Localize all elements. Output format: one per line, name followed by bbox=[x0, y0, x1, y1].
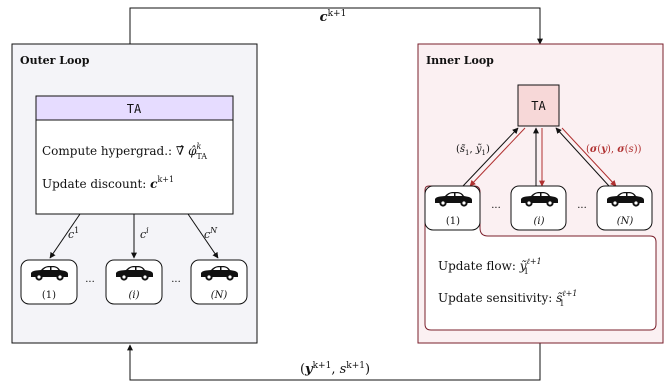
inner-car-label: (N) bbox=[617, 216, 634, 227]
outer-loop-panel: Outer Loop TA Compute hypergrad.: ∇̂ φ̂k… bbox=[11, 43, 258, 344]
outer-car-label: (i) bbox=[128, 290, 139, 301]
inner-car-i: (i) bbox=[510, 185, 567, 231]
inner-dots: ··· bbox=[491, 203, 501, 214]
inner-car-label: (i) bbox=[533, 216, 544, 227]
outer-car-label: (N) bbox=[211, 290, 228, 301]
outer-car-i: (i) bbox=[105, 259, 163, 305]
inner-dots: ··· bbox=[577, 203, 587, 214]
inner-car-label: (1) bbox=[446, 216, 460, 227]
inner-left-label: (s̃1, ỹ1) bbox=[456, 144, 490, 157]
bottom-feedback-arrow bbox=[127, 343, 541, 381]
top-label: ck+1 bbox=[320, 9, 347, 25]
outer-edges bbox=[49, 213, 219, 259]
edge-label-c1: c1 bbox=[68, 226, 79, 241]
outer-car-label: (1) bbox=[42, 290, 56, 301]
inner-car-1: (1) bbox=[424, 185, 481, 231]
outer-dots: ··· bbox=[171, 277, 181, 288]
outer-dots: ··· bbox=[85, 277, 95, 288]
outer-ta-title: TA bbox=[127, 102, 142, 116]
outer-car-N: (N) bbox=[190, 259, 248, 305]
inner-car-N: (N) bbox=[596, 185, 653, 231]
update-discount-line: Update discount: ck+1 bbox=[42, 175, 174, 191]
edge-label-ci: ci bbox=[140, 226, 149, 241]
inner-loop-panel: Inner Loop TA (s̃1, ỹ1) (σ(y), σ(s)) (1)… bbox=[417, 43, 664, 344]
inner-edges bbox=[462, 127, 617, 187]
inner-ta-title: TA bbox=[531, 99, 546, 113]
inner-ta-box bbox=[517, 84, 560, 127]
top-feedback-arrow bbox=[129, 7, 543, 45]
outer-car-1: (1) bbox=[20, 259, 78, 305]
inner-loop-title: Inner Loop bbox=[426, 54, 494, 67]
bottom-label: (yk+1, sk+1) bbox=[300, 361, 370, 377]
outer-loop-title: Outer Loop bbox=[20, 54, 90, 67]
inner-right-label: (σ(y), σ(s)) bbox=[586, 144, 642, 155]
